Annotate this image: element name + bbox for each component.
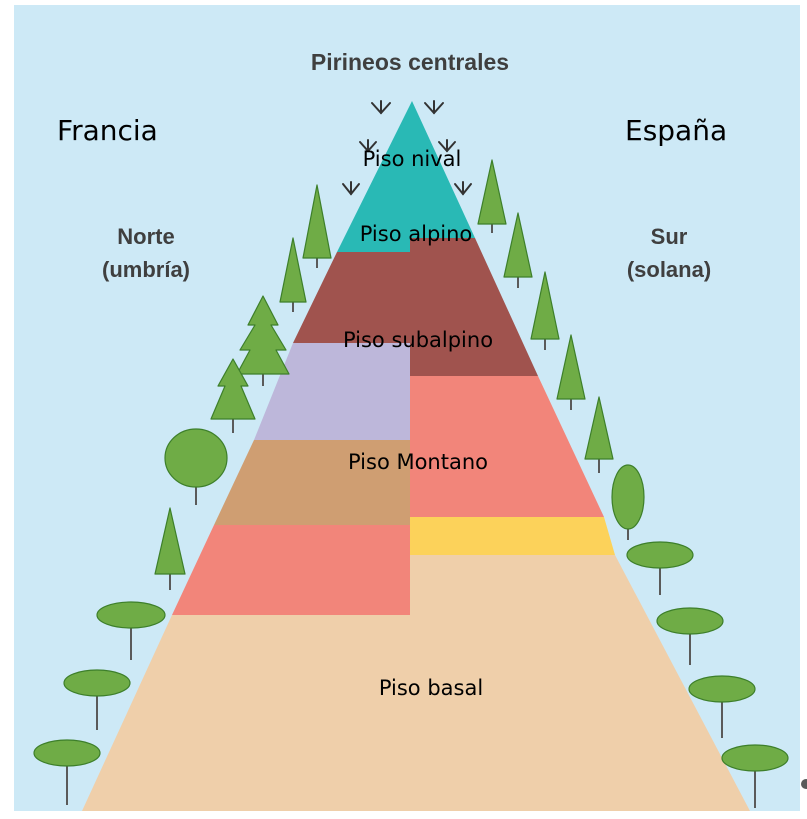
floor-label-basal: Piso basal bbox=[379, 676, 483, 700]
aspect-right: (solana) bbox=[627, 257, 711, 282]
flat-crown-tree-icon bbox=[96, 601, 166, 660]
snow-arrow-icon bbox=[359, 139, 377, 153]
floor-montano-south bbox=[410, 376, 604, 517]
conifer-tree-icon bbox=[210, 358, 256, 433]
trees-north-slope bbox=[33, 184, 332, 805]
floor-basal bbox=[82, 555, 750, 811]
floor-alpino-subalpino-south bbox=[293, 238, 538, 376]
snow-arrow-icon bbox=[454, 181, 472, 196]
flat-crown-tree-icon bbox=[33, 739, 101, 805]
diagram-title: Pirineos centrales bbox=[311, 49, 509, 75]
floor-label-montano: Piso Montano bbox=[348, 450, 488, 474]
orientation-left: Norte bbox=[117, 224, 174, 249]
floor-submontano-north bbox=[172, 525, 410, 615]
orientation-right: Sur bbox=[651, 224, 688, 249]
conifer-tree-icon bbox=[584, 396, 614, 473]
floor-label-subalpino: Piso subalpino bbox=[343, 328, 493, 352]
flat-crown-tree-icon bbox=[626, 541, 694, 595]
floor-label-alpino: Piso alpino bbox=[360, 222, 473, 246]
flat-crown-tree-icon bbox=[688, 675, 756, 738]
conifer-tree-icon bbox=[236, 295, 290, 386]
snow-arrow-icon bbox=[371, 100, 391, 115]
conifer-tree-icon bbox=[477, 159, 507, 233]
snow-arrow-icon bbox=[342, 181, 360, 196]
conifer-tree-icon bbox=[154, 507, 186, 590]
snow-arrow-icon bbox=[438, 139, 456, 153]
conifer-tree-icon bbox=[530, 271, 560, 350]
floor-nival bbox=[337, 101, 475, 252]
conifer-tree-icon bbox=[279, 237, 307, 312]
aspect-left: (umbría) bbox=[102, 257, 190, 282]
floor-subalpino-north bbox=[254, 343, 410, 440]
flat-crown-tree-icon bbox=[656, 607, 724, 665]
trees-south-slope bbox=[477, 159, 807, 808]
flat-crown-tree-icon bbox=[63, 669, 131, 730]
snow-arrows bbox=[342, 100, 472, 196]
conifer-tree-icon bbox=[302, 184, 332, 268]
country-left: Francia bbox=[57, 114, 158, 147]
partial-tree-icon bbox=[801, 779, 807, 789]
country-right: España bbox=[625, 114, 727, 147]
snow-arrow-icon bbox=[424, 100, 444, 115]
conifer-tree-icon bbox=[503, 212, 533, 288]
floor-montano-north bbox=[214, 440, 410, 525]
broadleaf-tree-icon bbox=[611, 464, 645, 540]
conifer-tree-icon bbox=[556, 334, 586, 410]
flat-crown-tree-icon bbox=[721, 744, 789, 808]
floor-label-nival: Piso nival bbox=[363, 147, 462, 171]
floor-submontano-south bbox=[410, 517, 615, 555]
broadleaf-tree-icon bbox=[164, 428, 228, 505]
